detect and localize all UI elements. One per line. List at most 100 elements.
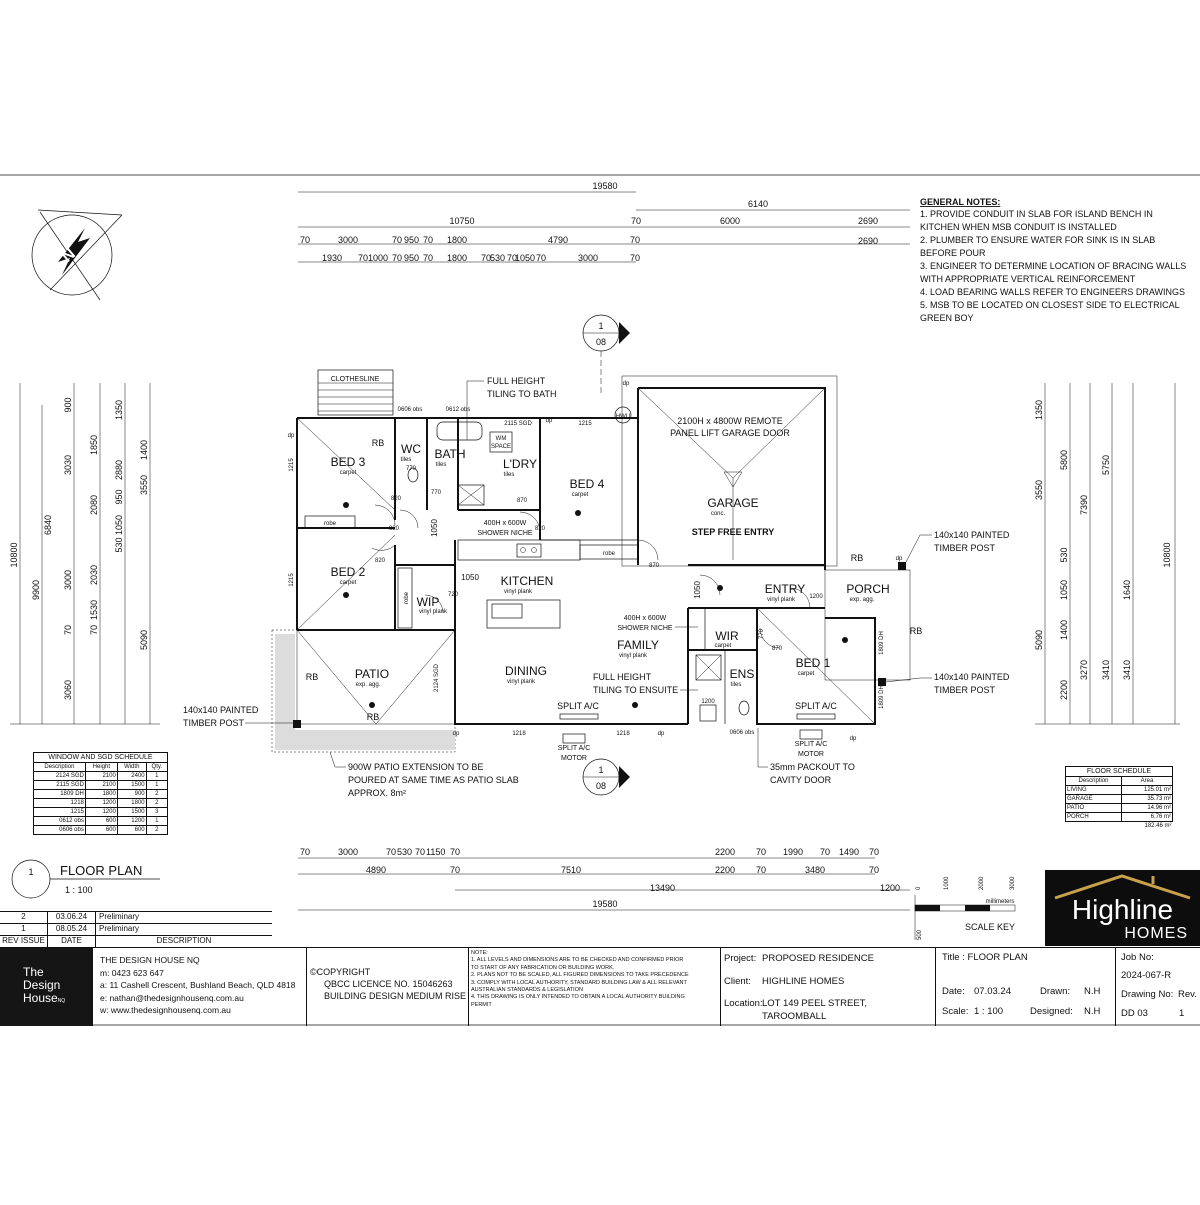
dim-b2: 70 <box>869 865 879 875</box>
ws-cell: 1218 <box>33 798 86 808</box>
dim-right-3410b: 3410 <box>1122 660 1132 680</box>
room-bath: BATH <box>434 447 465 461</box>
shower <box>457 484 485 506</box>
dim-b1: 70 <box>450 847 460 857</box>
top-dimensions: 19580 6140 10750 70 6000 2690 2690 70 30… <box>298 181 910 263</box>
dim-b1: 70 <box>820 847 830 857</box>
note-line: 1. PROVIDE CONDUIT IN SLAB FOR ISLAND BE… <box>920 209 1153 219</box>
toilet <box>407 467 419 483</box>
rev-cell: 03.06.24 <box>48 912 96 923</box>
dim-r3-1: 3000 <box>338 235 358 245</box>
room-wc: WC <box>401 442 421 456</box>
ws-cell: 900 <box>116 789 147 799</box>
room-bed3-floor: carpet <box>340 470 357 476</box>
door-code: 770 <box>431 490 442 496</box>
window-code: 1809 DH <box>879 685 885 709</box>
dim-right-2200: 2200 <box>1059 680 1069 700</box>
dim-right-5090: 5090 <box>1034 630 1044 650</box>
dim-right-3270: 3270 <box>1079 660 1089 680</box>
door-swing <box>759 627 781 649</box>
location-value: LOT 149 PEEL STREET, <box>762 998 868 1009</box>
project-label: Project: <box>724 953 757 964</box>
floor-schedule-title: FLOOR SCHEDULE <box>1065 766 1173 777</box>
rev-cell: Preliminary <box>99 924 140 933</box>
scale-key: millimeters 0 1000 2000 3000 500 SCALE K… <box>914 876 1016 940</box>
room-bed2: BED 2 <box>331 565 366 579</box>
ws-cell: 3 <box>145 807 169 817</box>
rev-header: DESCRIPTION <box>156 936 212 945</box>
dim-left-5090: 5090 <box>139 630 149 650</box>
door-code: 870 <box>517 498 528 504</box>
tb-note-head: NOTE: <box>471 950 488 956</box>
ws-cell: 1 <box>145 771 169 781</box>
dim-left-900: 900 <box>63 397 73 412</box>
date-label: Date: <box>942 986 965 997</box>
callout-post: TIMBER POST <box>934 543 996 553</box>
bath-tub <box>436 421 483 441</box>
door-code: 1200 <box>809 594 823 600</box>
dim-left-2880: 2880 <box>114 460 124 480</box>
section-sheet: 08 <box>596 337 606 347</box>
downpipe: dp <box>850 736 857 742</box>
split-ac-unit <box>796 713 836 720</box>
note-line: BEFORE POUR <box>920 248 986 258</box>
door-swing <box>789 587 811 609</box>
ws-cell: 2 <box>145 825 169 835</box>
room-wip-floor: vinyl plank <box>419 609 448 615</box>
rev-value: 1 <box>1179 1008 1185 1019</box>
north-arrow-icon: N <box>31 209 123 301</box>
dim-r4-7: 70 <box>481 253 491 263</box>
clothesline-frame <box>317 369 394 416</box>
ws-cell: 600 <box>84 825 118 835</box>
dim-b1: 70 <box>415 847 425 857</box>
project-value: PROPOSED RESIDENCE <box>762 953 874 964</box>
dim-r4-8: 530 <box>490 253 505 263</box>
tb-note: 3. COMPLY WITH LOCAL AUTHORITY, STANDARD… <box>471 979 687 986</box>
licence: QBCC LICENCE NO. 15046263 <box>324 979 453 989</box>
room-bed4-floor: carpet <box>572 492 589 498</box>
rev-cell: Preliminary <box>99 912 140 921</box>
ws-cell: 2 <box>145 798 169 808</box>
robe-label: robe <box>324 521 337 527</box>
room-bath-floor: tiles <box>436 462 447 468</box>
ac-motor-label: SPLIT A/C <box>795 741 828 748</box>
callout-packout: CAVITY DOOR <box>770 775 832 785</box>
scale-tick: 500 <box>917 929 923 940</box>
ws-cell: 1 <box>145 780 169 790</box>
tb-note: 4. THIS DRAWING IS ONLY INTENDED TO OBTA… <box>471 994 685 1001</box>
robe-bed2 <box>397 567 413 629</box>
ws-cell: 1200 <box>116 816 147 826</box>
room-wir-floor: carpet <box>715 643 732 649</box>
dim-2690-b: 2690 <box>858 236 878 246</box>
callout-garage-door: PANEL LIFT GARAGE DOOR <box>670 428 790 438</box>
company-web: w: www.thedesignhousenq.com.au <box>100 1005 231 1015</box>
scale-tick: 2000 <box>979 876 985 890</box>
designed-value: N.H <box>1084 1006 1101 1017</box>
dim-r4-13: 70 <box>630 253 640 263</box>
fs-cell: LIVING <box>1064 785 1123 795</box>
roof-icon <box>1054 874 1191 900</box>
dim-right-6140: 6140 <box>748 199 768 209</box>
dim-r4-3: 70 <box>392 253 402 263</box>
ws-cell: 2115 SGD <box>33 780 86 790</box>
dim-left-2080: 2080 <box>89 495 99 515</box>
room-dining: DINING <box>505 664 547 678</box>
dim-r3-0: 70 <box>300 235 310 245</box>
title-value: FLOOR PLAN <box>967 952 1028 963</box>
ws-cell: 1800 <box>116 798 147 808</box>
dim-b2: 7510 <box>561 865 581 875</box>
callout-post: TIMBER POST <box>934 685 996 695</box>
downpipe: dp <box>453 731 460 737</box>
ws-header: Height <box>84 762 118 772</box>
room-wir: WIR <box>715 629 739 643</box>
vanity <box>699 704 717 722</box>
robe-label: robe <box>603 551 616 557</box>
callout-patio-ext: POURED AT SAME TIME AS PATIO SLAB <box>348 775 519 785</box>
note-line: GREEN BOY <box>920 313 974 323</box>
dim-6000: 6000 <box>720 216 740 226</box>
split-ac-unit <box>559 713 599 720</box>
ens-shower <box>695 654 722 681</box>
dim-b3: 1200 <box>880 883 900 893</box>
